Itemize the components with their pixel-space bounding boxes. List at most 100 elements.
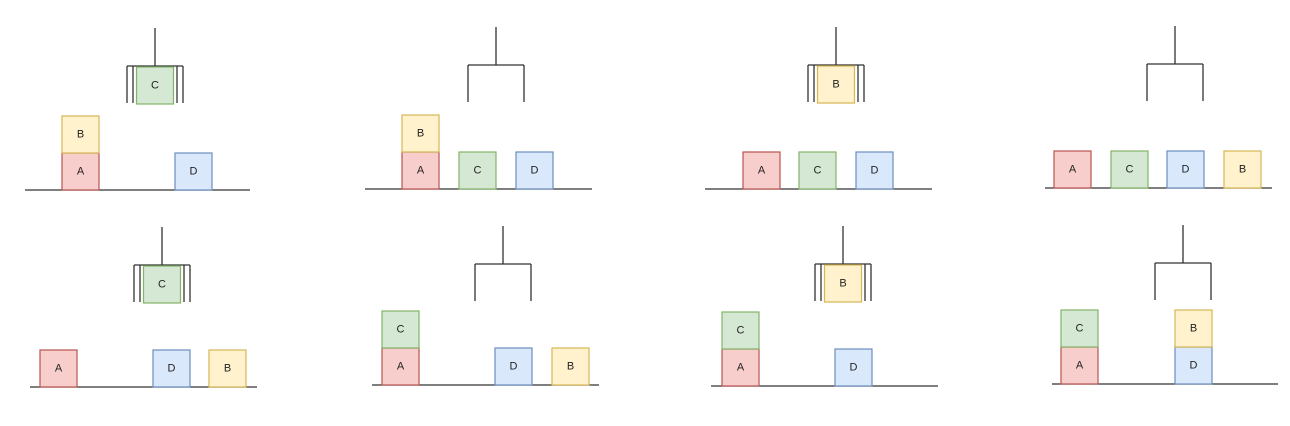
block-c: C — [721, 311, 760, 350]
block-d: D — [494, 347, 533, 386]
block-c-label: C — [474, 165, 482, 177]
held-block-b: B — [816, 65, 856, 104]
block-b: B — [1223, 150, 1262, 189]
block-a-label: A — [758, 165, 766, 177]
gripper-empty — [474, 226, 532, 301]
block-a-label: A — [77, 166, 85, 178]
block-c: C — [381, 310, 420, 349]
block-c-box — [1060, 309, 1099, 348]
block-a: A — [401, 151, 440, 190]
block-a: A — [381, 347, 420, 386]
block-b-box — [551, 347, 590, 386]
block-d: D — [834, 348, 873, 387]
block-b: B — [61, 115, 100, 154]
block-b-label: B — [77, 129, 84, 141]
block-c: C — [1110, 150, 1149, 189]
panel-2: A B C D — [365, 27, 592, 190]
block-d-label: D — [1182, 164, 1190, 176]
block-b-box — [208, 349, 247, 388]
block-b: B — [1174, 309, 1213, 348]
block-d-label: D — [510, 361, 518, 373]
held-block-c: C — [135, 66, 175, 105]
block-d-box — [1166, 150, 1205, 189]
block-d: D — [1166, 150, 1205, 189]
block-c-box — [458, 151, 497, 190]
panel-6: A C D B — [372, 226, 599, 386]
block-d-label: D — [1190, 360, 1198, 372]
block-a: A — [1060, 346, 1099, 385]
block-d: D — [174, 152, 213, 191]
panel-1: A B D C — [25, 28, 250, 191]
block-b-label: B — [224, 363, 231, 375]
block-a-label: A — [1076, 360, 1084, 372]
block-a-label: A — [1069, 164, 1077, 176]
held-block-c-box — [135, 66, 175, 105]
gripper-holding: B — [814, 226, 872, 303]
block-a-label: A — [397, 361, 405, 373]
block-c-box — [721, 311, 760, 350]
block-b-label: B — [417, 128, 424, 140]
panel-3: A C D B — [705, 27, 932, 190]
block-d: D — [855, 151, 894, 190]
held-block-c-label: C — [151, 80, 159, 92]
held-block-c-label: C — [158, 279, 166, 291]
block-b-box — [401, 114, 440, 153]
panel-8: A C DB — [1052, 225, 1278, 385]
gripper-empty — [467, 27, 525, 102]
block-d-box — [494, 347, 533, 386]
block-b-label: B — [1239, 164, 1246, 176]
block-c: C — [798, 151, 837, 190]
block-b-label: B — [567, 361, 574, 373]
held-block-b-box — [823, 264, 863, 303]
block-a-box — [1053, 150, 1092, 189]
block-c-label: C — [814, 165, 822, 177]
block-a: A — [61, 152, 100, 191]
block-d-box — [834, 348, 873, 387]
block-c-label: C — [397, 324, 405, 336]
block-d-box — [174, 152, 213, 191]
held-block-b: B — [823, 264, 863, 303]
block-c-label: C — [1126, 164, 1134, 176]
held-block-b-label: B — [832, 79, 839, 91]
block-b: B — [551, 347, 590, 386]
gripper-holding: C — [126, 28, 184, 105]
block-c-label: C — [737, 325, 745, 337]
gripper-empty — [1146, 26, 1204, 101]
block-d-label: D — [168, 363, 176, 375]
block-c: C — [458, 151, 497, 190]
block-a-label: A — [55, 363, 63, 375]
block-a-box — [401, 151, 440, 190]
block-c-box — [798, 151, 837, 190]
block-a-box — [742, 151, 781, 190]
block-b: B — [208, 349, 247, 388]
block-d-label: D — [190, 166, 198, 178]
block-d-box — [855, 151, 894, 190]
gripper-holding: C — [133, 227, 191, 304]
block-a-box — [721, 348, 760, 387]
block-a: A — [721, 348, 760, 387]
held-block-c-box — [142, 265, 182, 304]
block-c-box — [381, 310, 420, 349]
panel-5: A D B C — [30, 227, 257, 388]
block-c-label: C — [1076, 323, 1084, 335]
gripper-empty — [1154, 225, 1212, 300]
block-d-label: D — [871, 165, 879, 177]
block-d-box — [152, 349, 191, 388]
gripper-holding: B — [807, 27, 865, 104]
held-block-b-label: B — [839, 278, 846, 290]
block-c: C — [1060, 309, 1099, 348]
block-d-box — [515, 151, 554, 190]
block-c-box — [1110, 150, 1149, 189]
block-a: A — [742, 151, 781, 190]
block-b-box — [1174, 309, 1213, 348]
block-a-box — [61, 152, 100, 191]
held-block-b-box — [816, 65, 856, 104]
block-d-label: D — [531, 165, 539, 177]
block-a-label: A — [417, 165, 425, 177]
block-a-box — [39, 349, 78, 388]
block-b: B — [401, 114, 440, 153]
held-block-c: C — [142, 265, 182, 304]
block-a: A — [1053, 150, 1092, 189]
block-b-box — [61, 115, 100, 154]
